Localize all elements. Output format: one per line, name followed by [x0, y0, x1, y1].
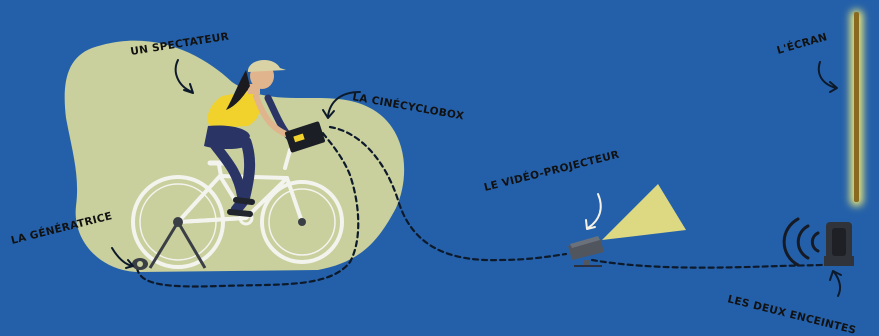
moon-icon	[347, 8, 376, 52]
sound-waves-icon	[784, 219, 818, 265]
cap	[248, 60, 286, 72]
light-beam	[602, 184, 686, 240]
spectator-area-blob	[65, 41, 404, 272]
label-projector: LE VIDÉO-PROJECTEUR	[483, 148, 621, 194]
arrow-projector	[586, 194, 601, 229]
wire-projector-to-speakers	[592, 260, 838, 268]
video-projector-icon	[568, 236, 604, 266]
screen-icon	[850, 10, 863, 206]
arrow-screen	[819, 62, 837, 92]
label-screen: L'ÉCRAN	[775, 30, 828, 57]
arrow-speakers	[830, 271, 841, 296]
dynamo-generator-icon	[132, 258, 148, 270]
label-speakers: LES DEUX ENCEINTES	[726, 293, 857, 336]
speaker-icon	[824, 222, 854, 266]
